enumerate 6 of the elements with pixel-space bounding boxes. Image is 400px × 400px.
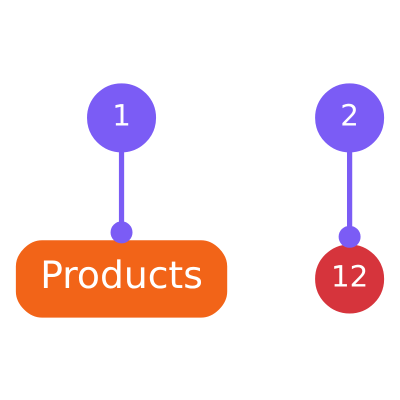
connector	[338, 151, 361, 248]
node-circle: 2	[315, 82, 384, 152]
connector	[110, 151, 133, 243]
node-circle: 1	[87, 82, 156, 152]
node-circle: 12	[315, 244, 384, 313]
node-box: Products	[16, 240, 228, 318]
